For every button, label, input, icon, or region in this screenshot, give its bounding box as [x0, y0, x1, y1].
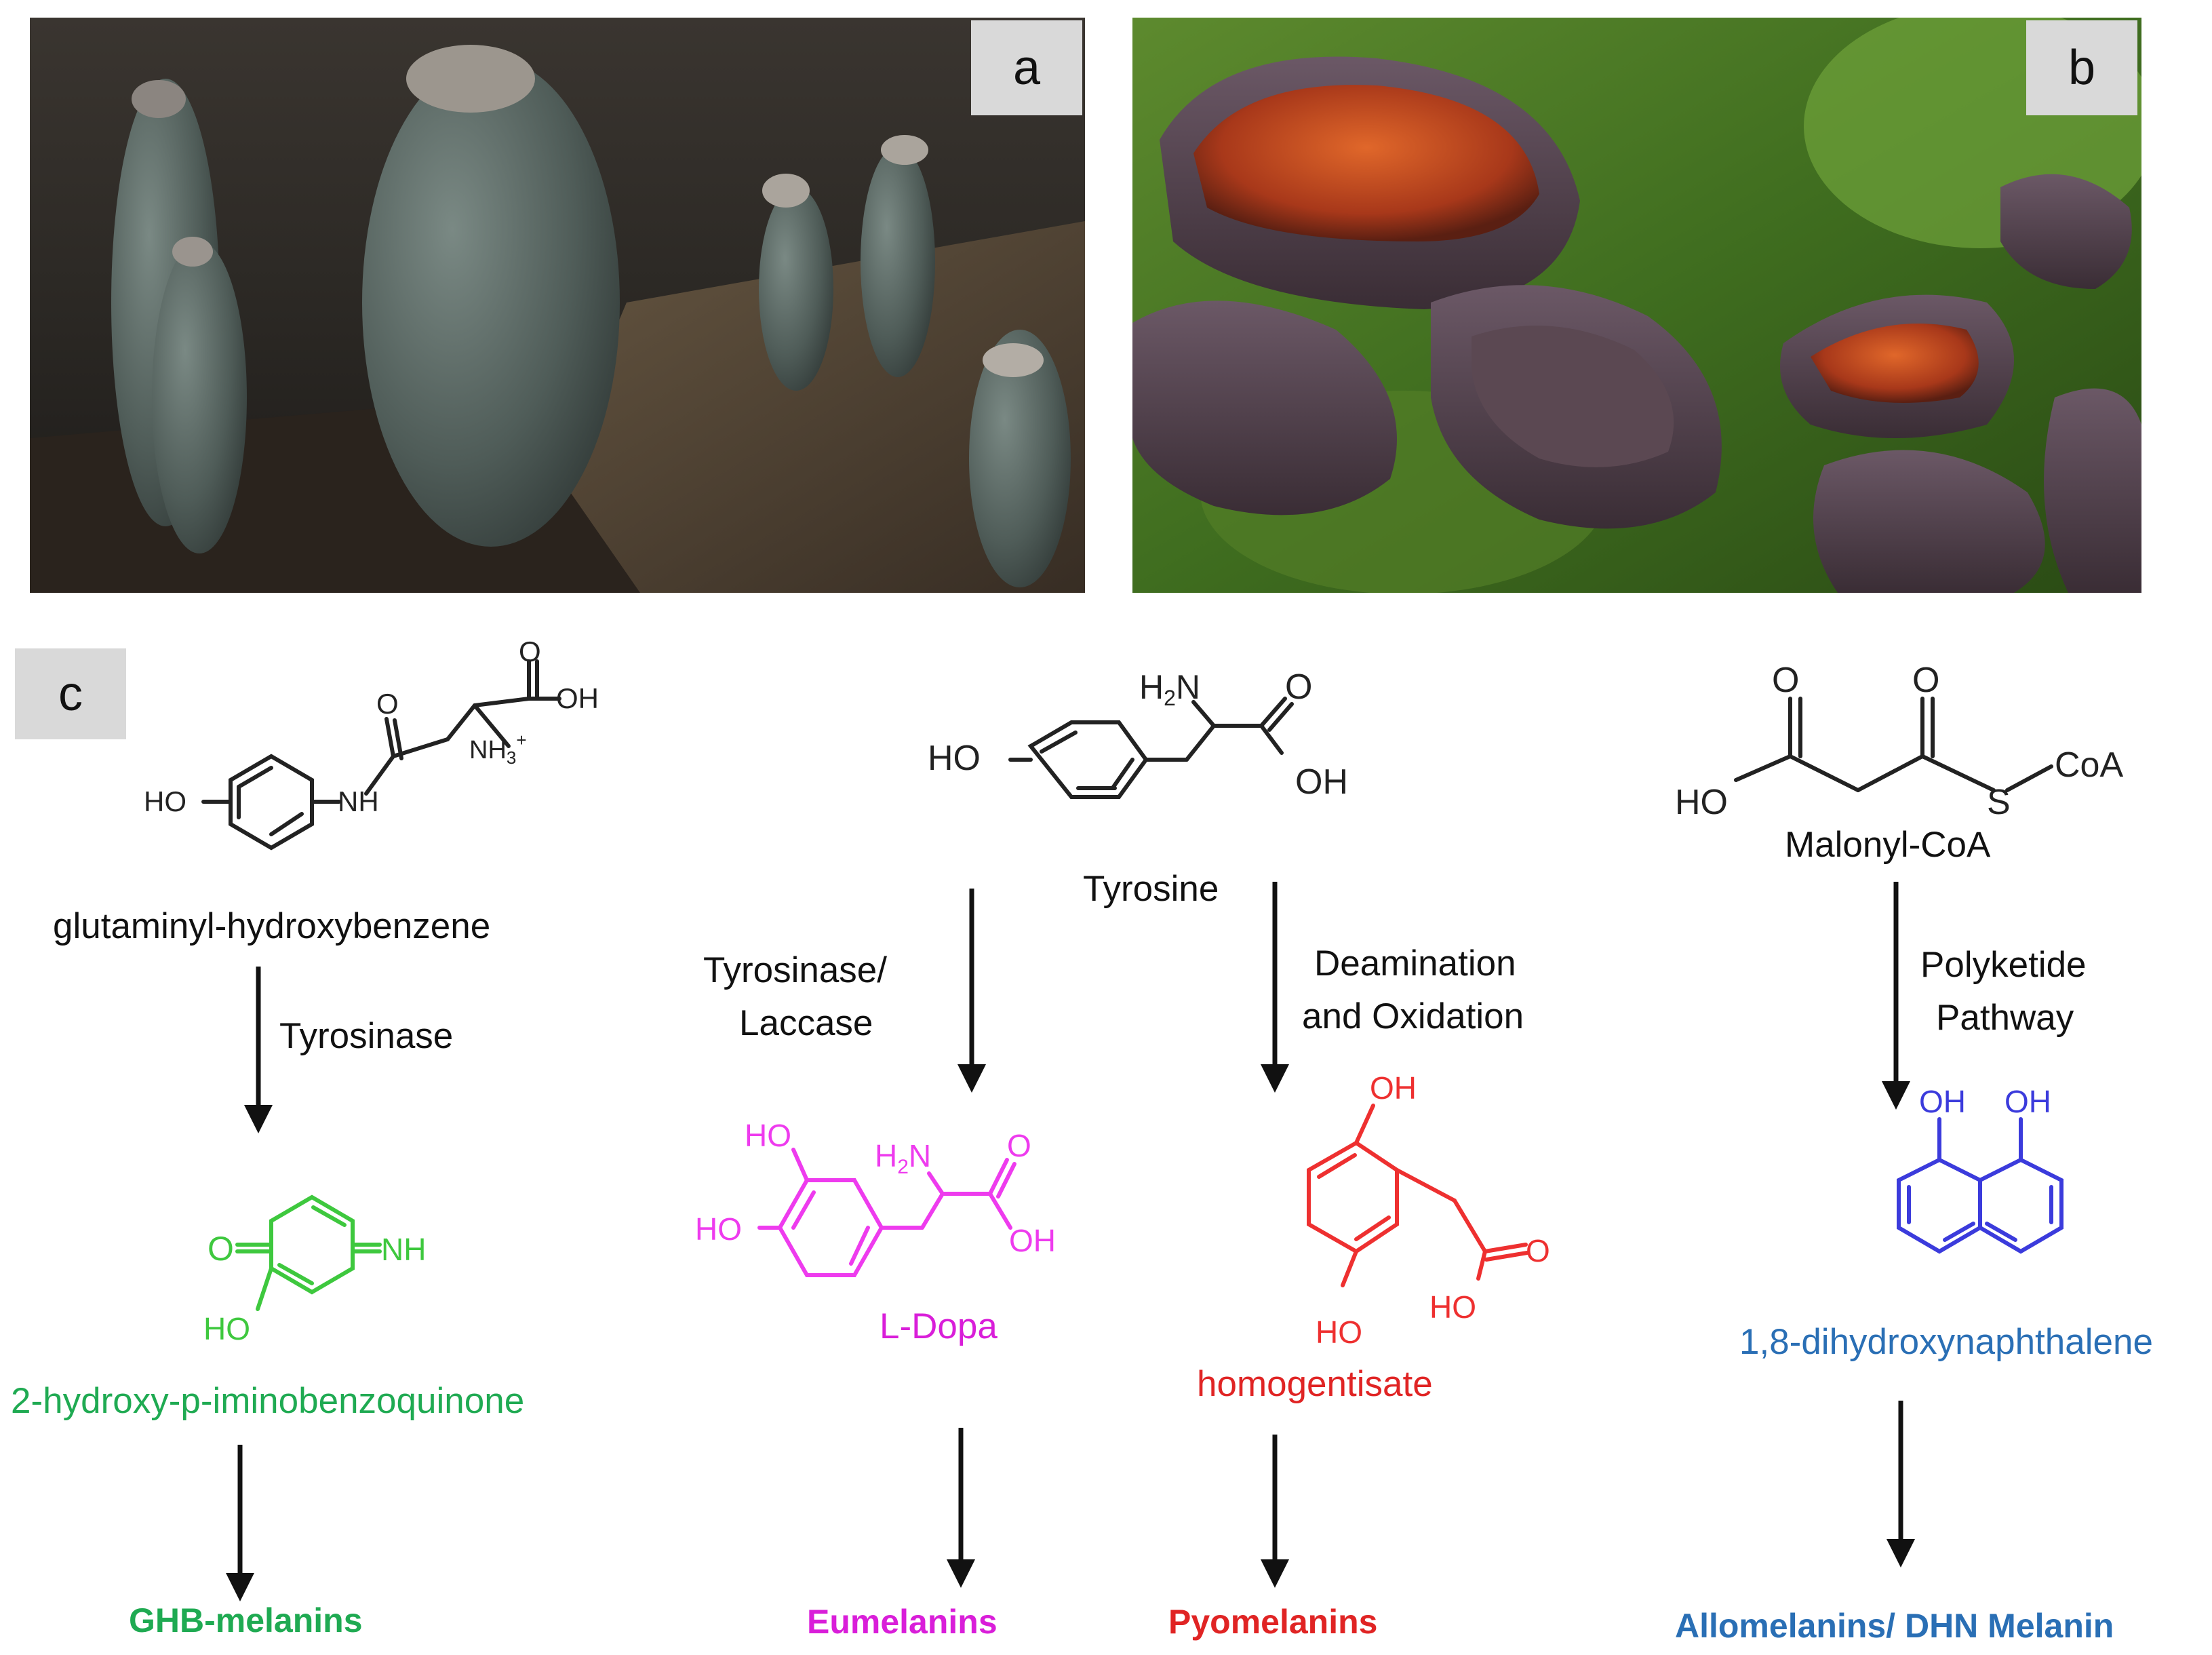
atom-label: O: [376, 688, 399, 720]
atom-label: HO: [1316, 1315, 1362, 1350]
atom-label: O: [208, 1230, 234, 1268]
atom-label: O: [1526, 1233, 1550, 1268]
atom-label: NH: [338, 785, 379, 817]
iminobenzoquinone-label: 2-hydroxy-p-iminobenzoquinone: [11, 1381, 525, 1421]
l-dopa-structure: HO HO H2N O OH: [695, 1118, 1056, 1277]
atom-label: O: [1912, 661, 1939, 700]
panel-label-c: c: [15, 648, 126, 739]
homogentisate-structure: OH HO O HO: [1307, 1070, 1550, 1350]
glutaminyl-hydroxybenzene-structure: HO NH O O OH NH3+: [144, 636, 599, 851]
dhn-structure: OH OH: [1897, 1084, 2063, 1254]
eumelanins-label: Eumelanins: [807, 1603, 998, 1641]
panel-label-b: b: [2026, 20, 2137, 115]
atom-label: O: [519, 636, 541, 667]
atom-label: HO: [745, 1118, 791, 1153]
tyrosinase-laccase-label-line1: Tyrosinase/: [703, 950, 888, 990]
atom-label: HO: [928, 739, 981, 778]
atom-label: O: [1772, 661, 1799, 700]
tyrosine-structure: HO H2N O OH: [928, 667, 1348, 802]
homogentisate-label: homogentisate: [1197, 1364, 1433, 1404]
atom-label: OH: [1009, 1223, 1056, 1258]
atom-label: NH3+: [469, 730, 527, 768]
pyomelanins-label: Pyomelanins: [1168, 1603, 1378, 1641]
atom-label: HO: [144, 785, 186, 817]
deamination-label-line1: Deamination: [1314, 943, 1516, 984]
ghb-melanins-label: GHB-melanins: [129, 1601, 363, 1639]
panel-label-a: a: [971, 20, 1082, 115]
atom-label: HO: [203, 1311, 250, 1346]
atom-label: OH: [556, 682, 599, 714]
glutaminyl-hydroxybenzene-label: glutaminyl-hydroxybenzene: [53, 906, 491, 946]
tyrosine-label: Tyrosine: [1083, 869, 1219, 909]
atom-label: OH: [1295, 762, 1348, 802]
atom-label: OH: [1370, 1070, 1417, 1106]
atom-label: OH: [2004, 1084, 2051, 1119]
atom-label: HO: [1429, 1289, 1476, 1325]
xylaria-fungi-photo: [30, 18, 1085, 593]
allomelanins-label: Allomelanins/ DHN Melanin: [1675, 1607, 2114, 1645]
tyrosinase-label: Tyrosinase: [279, 1016, 454, 1056]
malonyl-coa-structure: O O HO S CoA: [1675, 661, 2123, 822]
dhn-label: 1,8-dihydroxynaphthalene: [1739, 1322, 2153, 1362]
tyrosinase-laccase-label-line2: Laccase: [739, 1003, 873, 1043]
atom-label: O: [1007, 1128, 1031, 1163]
atom-label: H2N: [875, 1138, 931, 1178]
atom-label: O: [1285, 667, 1312, 707]
photo-panel-a: [30, 18, 1085, 593]
auricularia-fungi-photo: [1132, 18, 2141, 593]
malonyl-coa-label: Malonyl-CoA: [1785, 825, 1991, 865]
atom-label: NH: [381, 1232, 426, 1267]
atom-label: H2N: [1139, 668, 1200, 710]
photo-panel-b: [1132, 18, 2141, 593]
atom-label: OH: [1919, 1084, 1966, 1119]
iminobenzoquinone-structure: O NH HO: [203, 1194, 426, 1346]
l-dopa-label: L-Dopa: [880, 1306, 998, 1346]
polyketide-label-line2: Pathway: [1936, 998, 2074, 1038]
atom-label: HO: [695, 1211, 742, 1247]
deamination-label-line2: and Oxidation: [1302, 996, 1524, 1036]
atom-label: CoA: [2055, 745, 2123, 785]
polyketide-label-line1: Polyketide: [1920, 945, 2087, 985]
atom-label: S: [1987, 783, 2011, 822]
atom-label: HO: [1675, 783, 1728, 822]
